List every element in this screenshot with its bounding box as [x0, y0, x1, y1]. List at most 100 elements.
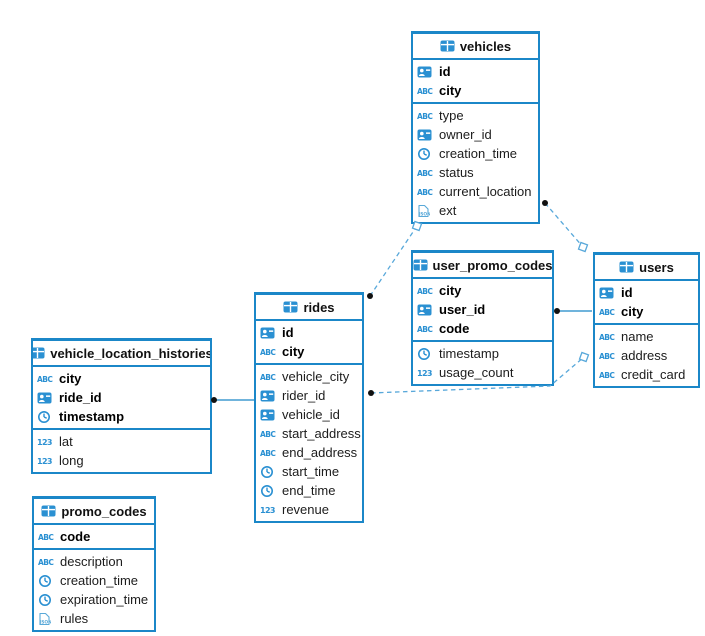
field-name: city: [439, 83, 462, 98]
time-type-icon: [417, 347, 435, 361]
field-name: rules: [60, 611, 89, 626]
number-type-icon: 123: [417, 368, 435, 378]
table-header[interactable]: promo_codes: [34, 499, 154, 525]
id-type-icon: [417, 304, 435, 316]
field-row[interactable]: id: [413, 62, 538, 81]
id-type-icon: [417, 66, 435, 78]
relation-rides-vehicle_location_histories[interactable]: [211, 397, 254, 403]
field-row[interactable]: ABC code: [413, 319, 552, 338]
relation-users-vehicles[interactable]: [542, 200, 589, 253]
svg-text:ABC: ABC: [599, 352, 615, 361]
field-name: expiration_time: [60, 592, 149, 607]
field-row[interactable]: creation_time: [413, 144, 538, 163]
table-header[interactable]: vehicles: [413, 34, 538, 60]
svg-text:ABC: ABC: [417, 87, 433, 96]
field-row[interactable]: expiration_time: [34, 590, 154, 609]
field-name: code: [439, 321, 470, 336]
field-row[interactable]: ride_id: [33, 388, 210, 407]
field-row[interactable]: vehicle_id: [256, 405, 362, 424]
field-row[interactable]: timestamp: [33, 407, 210, 426]
field-row[interactable]: owner_id: [413, 125, 538, 144]
relation-users-user_promo_codes[interactable]: [554, 308, 592, 314]
field-row[interactable]: end_time: [256, 481, 362, 500]
field-row[interactable]: JSON ext: [413, 201, 538, 220]
number-type-icon: 123: [37, 437, 55, 447]
field-name: city: [439, 283, 462, 298]
text-type-icon: ABC: [38, 557, 56, 567]
table-icon: [33, 347, 45, 359]
field-row[interactable]: ABC city: [413, 81, 538, 100]
field-row[interactable]: id: [256, 323, 362, 342]
table-header[interactable]: rides: [256, 295, 362, 321]
field-name: end_address: [282, 445, 358, 460]
time-type-icon: [417, 147, 435, 161]
field-row[interactable]: timestamp: [413, 344, 552, 363]
relation-line[interactable]: [544, 202, 584, 248]
field-name: start_time: [282, 464, 340, 479]
field-row[interactable]: user_id: [413, 300, 552, 319]
field-row[interactable]: ABC end_address: [256, 443, 362, 462]
field-name: creation_time: [439, 146, 518, 161]
table-icon: [41, 505, 56, 517]
field-name: long: [59, 453, 84, 468]
field-row[interactable]: start_time: [256, 462, 362, 481]
id-type-icon: [260, 409, 278, 421]
text-type-icon: ABC: [260, 448, 278, 458]
field-name: ext: [439, 203, 457, 218]
time-type-icon: [38, 593, 56, 607]
text-type-icon: ABC: [417, 324, 435, 334]
field-row[interactable]: id: [595, 283, 698, 302]
table-header[interactable]: user_promo_codes: [413, 253, 552, 279]
relation-endpoint-dot: [368, 390, 374, 396]
svg-text:ABC: ABC: [417, 188, 433, 197]
field-row[interactable]: rider_id: [256, 386, 362, 405]
field-row[interactable]: creation_time: [34, 571, 154, 590]
text-type-icon: ABC: [260, 347, 278, 357]
table-header[interactable]: users: [595, 255, 698, 281]
number-type-icon: 123: [37, 456, 55, 466]
field-row[interactable]: 123 long: [33, 451, 210, 470]
svg-text:ABC: ABC: [260, 449, 276, 458]
id-type-icon: [260, 327, 278, 339]
table-name: rides: [303, 299, 335, 315]
svg-text:123: 123: [37, 457, 52, 466]
json-type-icon: JSON: [417, 204, 435, 218]
id-type-icon: [599, 287, 617, 299]
text-type-icon: ABC: [417, 168, 435, 178]
field-name: code: [60, 529, 91, 544]
relation-line[interactable]: [369, 225, 418, 297]
text-type-icon: ABC: [599, 332, 617, 342]
table-header[interactable]: vehicle_location_histories: [33, 341, 210, 367]
